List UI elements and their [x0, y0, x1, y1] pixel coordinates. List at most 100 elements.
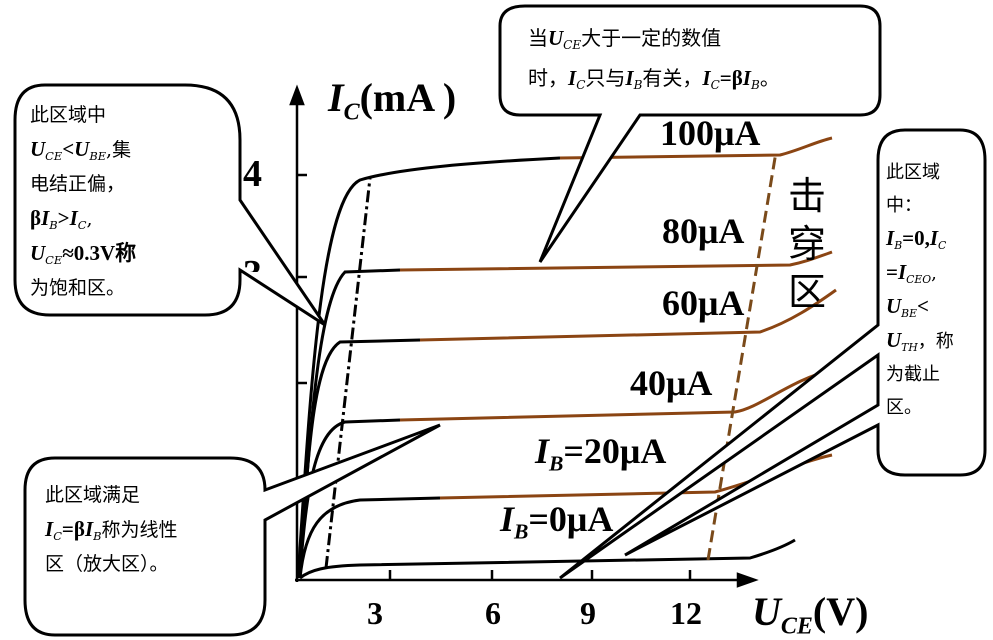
t: CEO	[906, 272, 932, 286]
y-axis-arrow	[289, 84, 305, 106]
t: 时，	[528, 66, 568, 90]
breakdown-char: 区	[788, 270, 827, 314]
label-value: =20μA	[563, 431, 667, 471]
curve-20ua-black	[298, 496, 441, 579]
t: 为截止	[886, 364, 940, 385]
t: B	[93, 528, 102, 543]
t: 大于一定的数值	[581, 26, 722, 50]
callout-linear-shape	[23, 423, 441, 637]
t: I	[742, 66, 751, 90]
t: ,	[86, 208, 93, 230]
curve-100ua-black	[296, 156, 561, 579]
curve-label-40ua: 40μA	[630, 363, 713, 403]
y-label-unit: (mA )	[359, 75, 457, 120]
t: I	[84, 517, 94, 541]
t: BE	[901, 306, 917, 320]
breakdown-char: 击	[788, 174, 827, 218]
x-tick-label: 12	[670, 595, 702, 631]
t: =0,	[902, 226, 930, 250]
t: =β	[719, 66, 743, 90]
t: 只与	[585, 66, 626, 90]
y-label-sub: C	[343, 99, 360, 126]
callout-linear-text: 此区域满足 IC=βIB称为线性 区（放大区）。	[45, 478, 178, 581]
curve-40ua-black	[298, 418, 401, 576]
curve-label-100ua: 100μA	[660, 113, 761, 153]
x-axis-label: UCE(V)	[752, 588, 869, 638]
t: CE	[45, 148, 63, 163]
curve-80ua-brown	[399, 250, 833, 272]
t: I	[41, 206, 50, 230]
curve-label-0ua: IB=0μA	[500, 498, 614, 542]
callout-top-text: 当UCE大于一定的数值 时，IC只与IB有关，IC=βIB。	[528, 18, 780, 98]
t: TH	[901, 340, 918, 354]
breakdown-region-label: 击 穿 区	[788, 172, 826, 316]
t: B	[49, 217, 58, 232]
t: B	[894, 238, 903, 252]
t: ,集	[106, 139, 132, 161]
x-tick-label: 3	[367, 595, 383, 631]
t: 区（放大区）。	[45, 553, 169, 575]
t: ，称	[917, 331, 954, 352]
t: 此区域	[886, 162, 940, 183]
callout-saturation-text: 此区域中 UCE<UBE,集 电结正偏， βIB>IC, UCE≈0.3V称 为…	[30, 98, 136, 305]
callout-saturation-shape	[13, 83, 327, 327]
t: ,	[931, 263, 937, 284]
t: I	[45, 517, 54, 541]
y-label-symbol: I	[328, 75, 344, 120]
t: 称为线性	[101, 519, 178, 541]
curve-100ua-brown	[559, 136, 833, 160]
t: 区。	[886, 397, 922, 418]
t: ≈0.3V称	[62, 241, 137, 265]
t: C	[710, 78, 720, 93]
x-axis-arrow	[736, 572, 759, 588]
t: B	[633, 78, 643, 93]
t: I	[929, 226, 939, 250]
curve-label-60ua: 60μA	[662, 283, 745, 323]
t: 有关，	[642, 66, 703, 90]
t: >	[57, 206, 70, 230]
y-tick-label: 4	[243, 153, 262, 195]
t: <	[62, 137, 75, 161]
t: 中：	[886, 195, 922, 216]
t: CE	[563, 38, 582, 53]
t: U	[886, 294, 902, 318]
t: I	[886, 226, 895, 250]
t: U	[30, 241, 46, 265]
t: <	[917, 294, 929, 318]
x-label-unit: (V)	[812, 589, 869, 634]
saturation-boundary	[324, 177, 372, 569]
t: C	[576, 78, 586, 93]
t: 为饱和区。	[30, 277, 126, 299]
t: I	[625, 66, 634, 90]
t: U	[30, 137, 46, 161]
t: I	[568, 66, 577, 90]
curve-60ua-brown	[419, 288, 837, 342]
t: 电结正偏，	[30, 173, 126, 195]
curve-label-80ua: 80μA	[662, 211, 745, 251]
t: =	[886, 260, 898, 284]
callout-cutoff-shape	[559, 128, 987, 580]
y-tick-label: 3	[243, 252, 262, 272]
t: I	[702, 66, 711, 90]
ib-sub: B	[549, 451, 564, 476]
callout-cutoff-text: 此区域 中： IB=0,IC =ICEO, UBE< UTH，称 为截止 区。	[886, 156, 954, 424]
t: U	[548, 26, 564, 50]
t: U	[886, 328, 902, 352]
curve-label-20ua: IB=20μA	[535, 430, 667, 474]
ib-symbol: I	[500, 499, 515, 539]
t: C	[53, 528, 62, 543]
y-axis-label: IC(mA )	[328, 74, 457, 124]
label-value: =0μA	[528, 499, 614, 539]
t: C	[938, 238, 947, 252]
ib-symbol: I	[535, 431, 550, 471]
breakdown-boundary	[706, 151, 778, 561]
t: 。	[759, 66, 780, 90]
x-tick-label: 9	[580, 595, 596, 631]
t: B	[750, 78, 760, 93]
t: BE	[89, 148, 107, 163]
t: CE	[45, 252, 63, 267]
x-label-sub: CE	[780, 613, 813, 640]
x-label-symbol: U	[752, 589, 781, 634]
breakdown-char: 穿	[788, 222, 827, 266]
curve-0ua-black	[299, 538, 796, 580]
